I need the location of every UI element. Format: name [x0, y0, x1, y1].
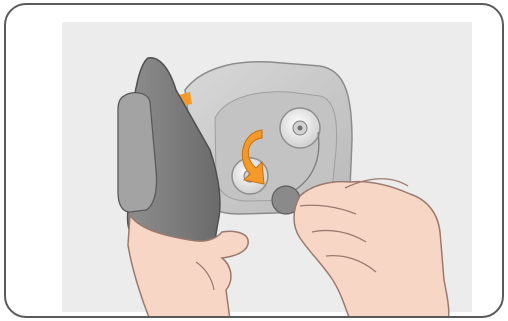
spindle-right — [280, 108, 320, 148]
door-edge — [118, 93, 157, 212]
